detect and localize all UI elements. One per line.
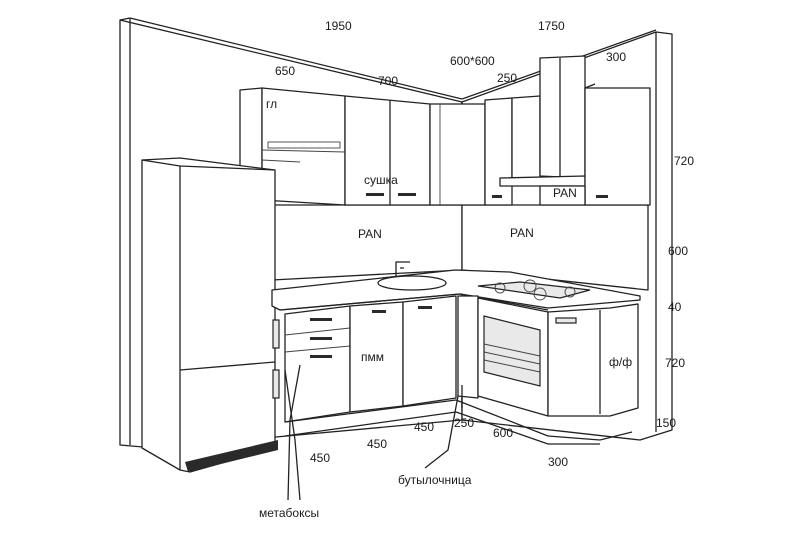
dim-upper-middle: 700 — [378, 74, 399, 88]
label-pan-left: PAN — [358, 227, 382, 241]
upper-right-cabinet — [584, 87, 651, 206]
backsplash-left — [271, 204, 463, 281]
upper-cabinets-right — [484, 55, 651, 206]
base-corner — [402, 295, 457, 407]
dim-upper-gl: 650 — [275, 64, 296, 78]
label-pan-hood: PAN — [553, 186, 577, 200]
hood-chimney — [539, 55, 586, 179]
dim-upper-height: 720 — [674, 154, 695, 168]
dim-oven: 600 — [493, 426, 514, 440]
oven-window — [483, 315, 541, 387]
dim-base-metaboxes: 450 — [310, 451, 331, 465]
label-sushka: сушка — [364, 173, 398, 187]
base-end-cabinet — [547, 303, 639, 417]
dim-backsplash-height: 600 — [668, 244, 689, 258]
dim-base-end: 300 — [548, 455, 569, 469]
label-metaboksy: метабоксы — [259, 506, 320, 520]
countertop — [271, 261, 641, 311]
hood-base — [499, 175, 586, 187]
base-metaboxes — [284, 305, 351, 423]
callouts — [284, 364, 463, 501]
dim-wall-right: 1750 — [538, 19, 565, 33]
dim-corner-upper: 600*600 — [450, 54, 495, 68]
metaboxes-leader — [287, 364, 301, 501]
upper-dryer-cabinet — [344, 95, 431, 206]
label-gl: гл — [266, 97, 278, 111]
dim-base-pmm: 450 — [367, 437, 388, 451]
dim-upper-right: 300 — [606, 50, 627, 64]
dim-countertop: 40 — [668, 300, 682, 314]
sink — [377, 275, 447, 291]
dim-plinth: 150 — [656, 416, 677, 430]
faucet-icon — [395, 261, 410, 276]
dim-base-height: 720 — [665, 356, 686, 370]
label-butylochnitsa: бутылочница — [398, 473, 472, 487]
dim-bottle-holder: 250 — [454, 416, 475, 430]
dim-base-corner: 450 — [414, 420, 435, 434]
base-cabinets — [284, 295, 639, 445]
dim-wall-left: 1950 — [325, 19, 352, 33]
bottle-holder-leader — [424, 395, 459, 469]
label-ff: ф/ф — [609, 355, 633, 369]
label-pmm: пмм — [361, 350, 384, 364]
label-pan-right: PAN — [510, 226, 534, 240]
bottle-holder — [457, 295, 479, 399]
refrigerator — [141, 157, 280, 473]
dim-hood: 250 — [497, 71, 518, 85]
